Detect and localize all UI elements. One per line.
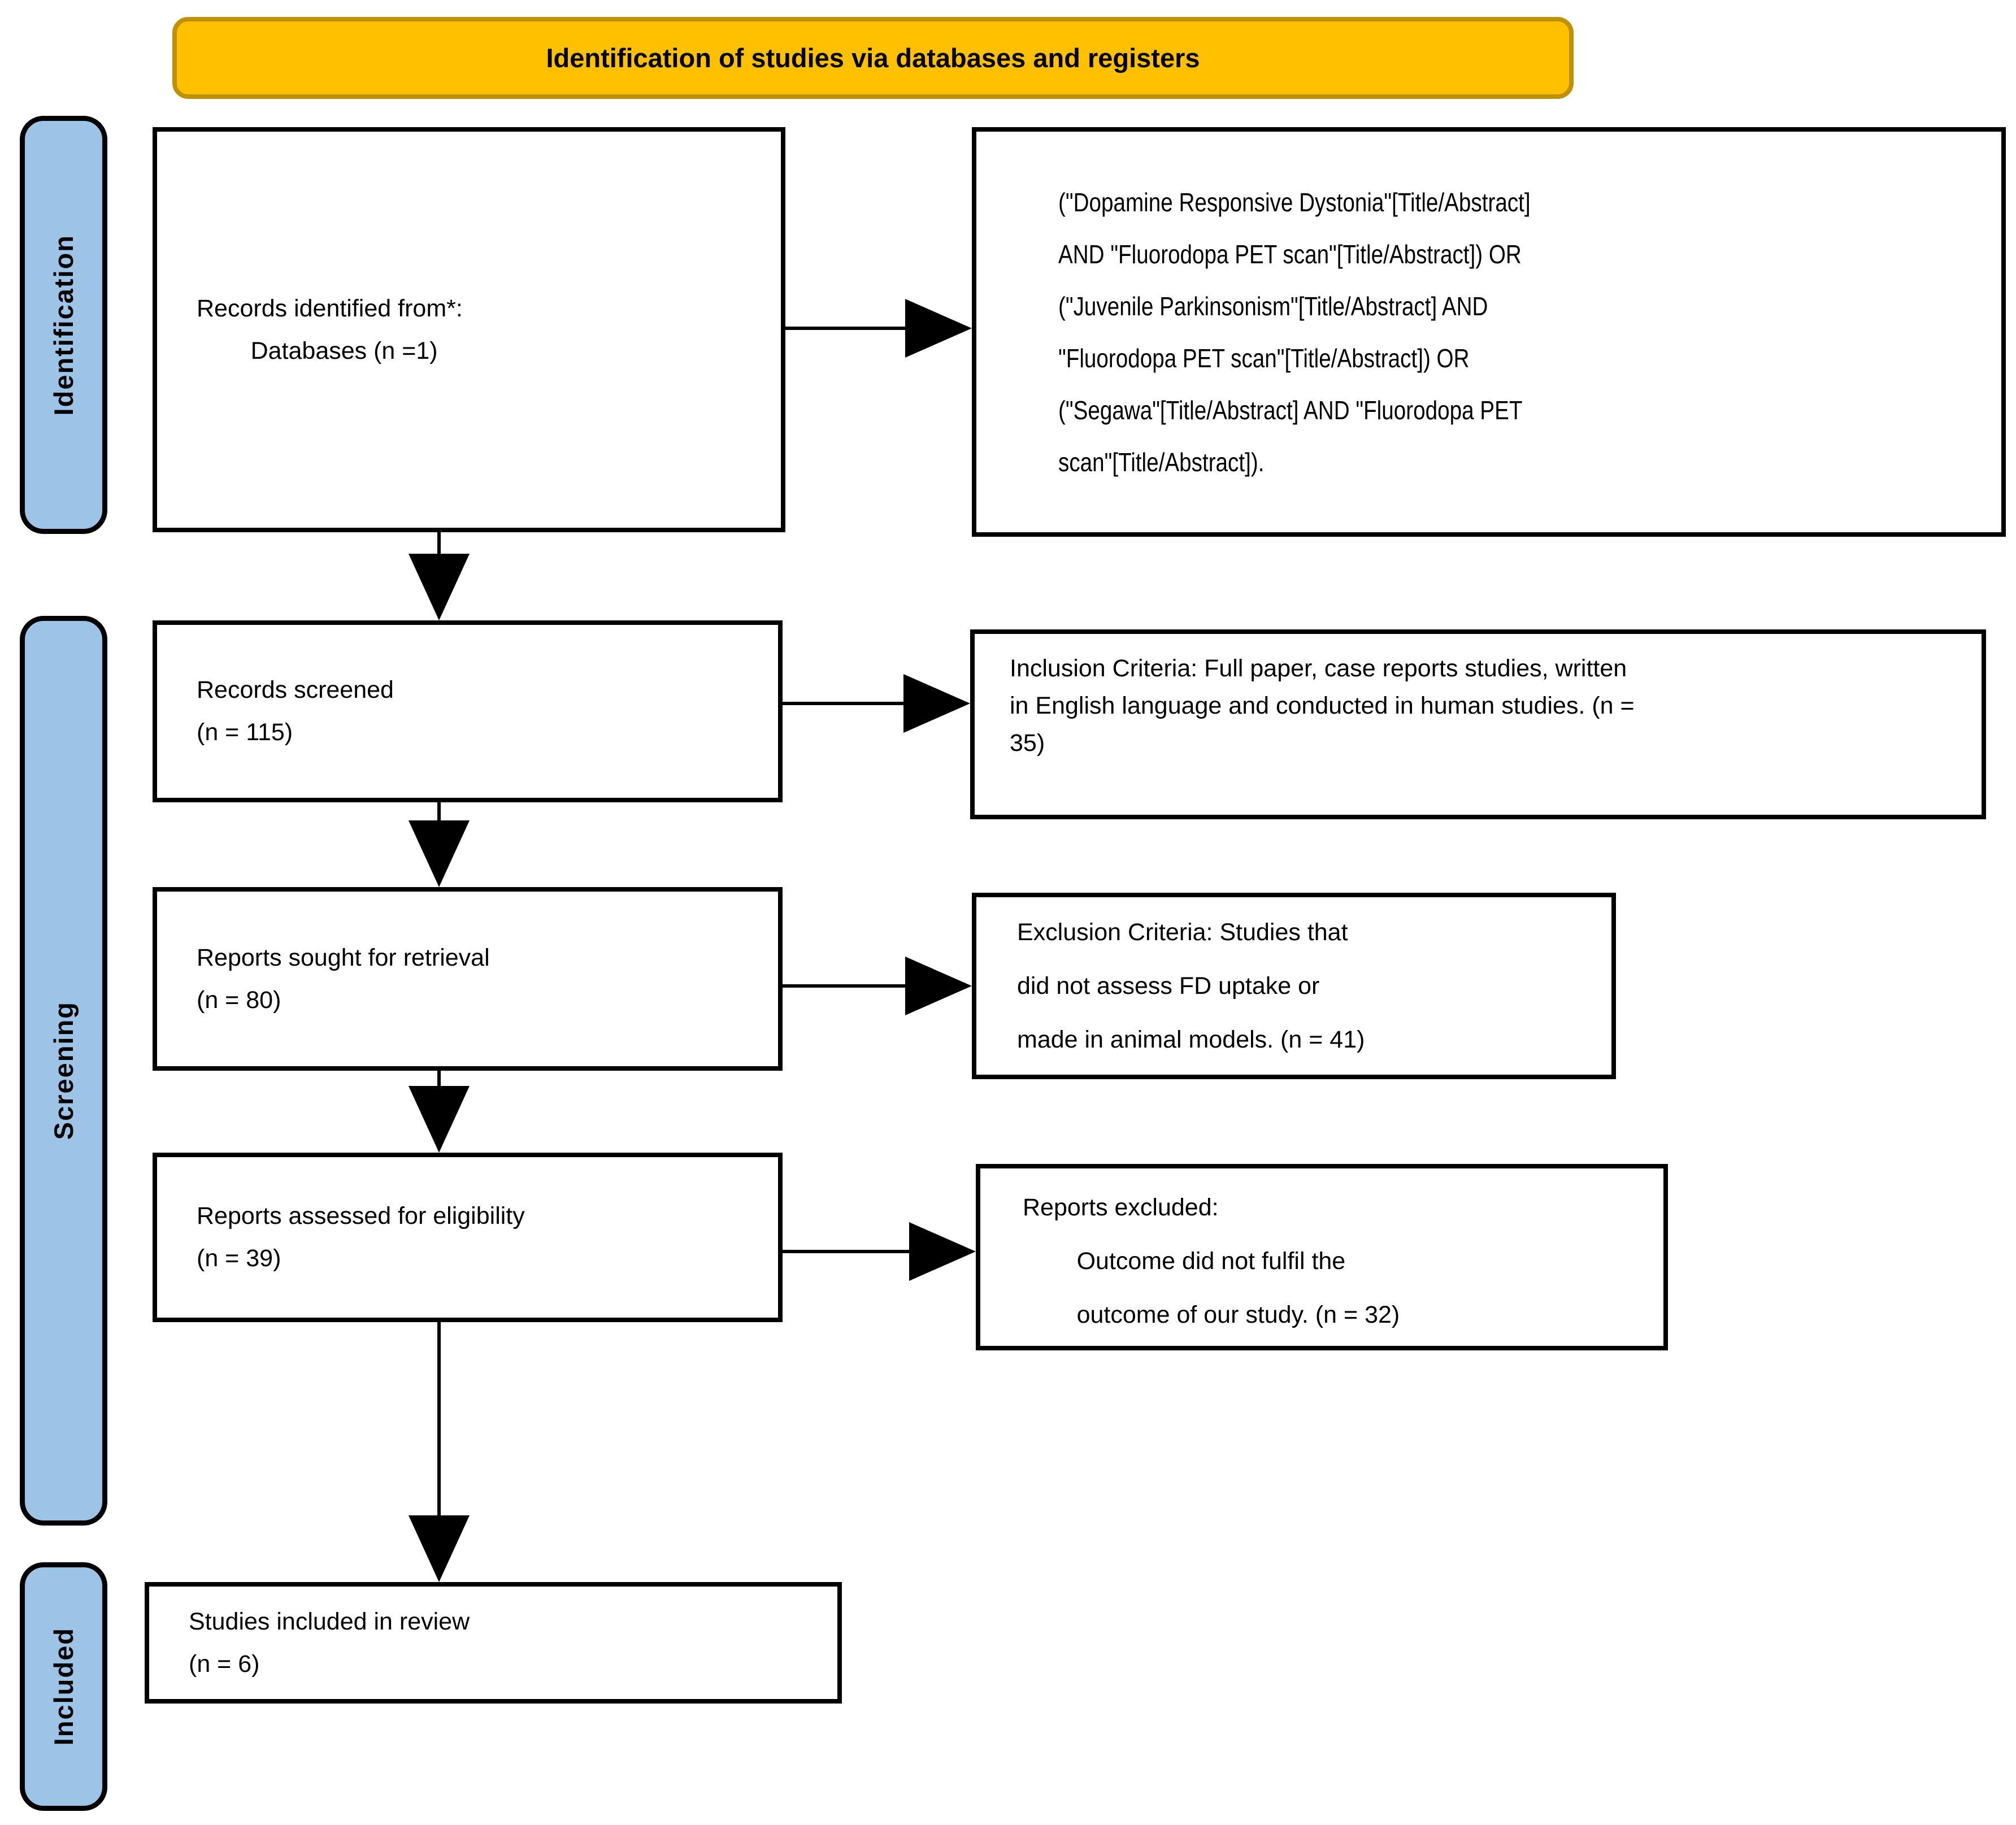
inclusion-criteria-text: Inclusion Criteria: Full paper, case rep…: [1010, 655, 1635, 757]
arrow-assessed-to-included-head: [409, 1515, 470, 1582]
arrow-screened-to-inclusion-head: [903, 674, 970, 733]
arrow-sought-to-assessed-line: [437, 1071, 441, 1089]
box-studies-included: Studies included in review (n = 6): [145, 1582, 842, 1704]
search-query-text: ("Dopamine Responsive Dystonia"[Title/Ab…: [1058, 187, 1531, 477]
arrow-screened-to-inclusion-line: [783, 702, 906, 705]
sidebar-identification-label: Identification: [49, 234, 79, 416]
header-banner: Identification of studies via databases …: [172, 17, 1574, 99]
arrow-assessed-to-excluded-head: [909, 1222, 976, 1281]
reports-assessed-text: Reports assessed for eligibility (n = 39…: [197, 1202, 525, 1272]
arrow-sought-to-exclusion-line: [783, 984, 907, 988]
box-reports-sought: Reports sought for retrieval (n = 80): [153, 887, 783, 1071]
arrow-sought-to-assessed-head: [409, 1086, 470, 1153]
box-search-query: ("Dopamine Responsive Dystonia"[Title/Ab…: [972, 127, 2006, 537]
records-screened-text: Records screened (n = 115): [197, 676, 394, 746]
reports-sought-text: Reports sought for retrieval (n = 80): [197, 944, 490, 1014]
header-title: Identification of studies via databases …: [546, 43, 1200, 73]
exclusion-criteria-text: Exclusion Criteria: Studies that did not…: [1017, 918, 1365, 1053]
arrow-assessed-to-excluded-line: [783, 1250, 911, 1253]
arrow-assessed-to-included-line: [437, 1322, 441, 1519]
sidebar-identification: Identification: [20, 116, 107, 534]
box-inclusion-criteria: Inclusion Criteria: Full paper, case rep…: [970, 629, 1986, 819]
records-identified-text: Records identified from*: Databases (n =…: [197, 294, 463, 364]
box-reports-excluded: Reports excluded: Outcome did not fulfil…: [976, 1164, 1668, 1350]
box-records-identified: Records identified from*: Databases (n =…: [153, 127, 785, 532]
arrow-screened-to-sought-line: [437, 802, 441, 824]
sidebar-screening: Screening: [20, 616, 107, 1526]
box-records-screened: Records screened (n = 115): [153, 620, 783, 802]
sidebar-included-label: Included: [49, 1627, 79, 1746]
sidebar-screening-label: Screening: [49, 1001, 79, 1140]
arrow-identified-to-screened-head: [409, 554, 470, 620]
arrow-identified-to-query-line: [785, 327, 907, 330]
sidebar-included: Included: [20, 1562, 107, 1811]
arrow-identified-to-screened-line: [437, 532, 441, 558]
box-exclusion-criteria: Exclusion Criteria: Studies that did not…: [972, 893, 1616, 1079]
arrow-identified-to-query-head: [905, 299, 972, 358]
arrow-sought-to-exclusion-head: [905, 957, 972, 1015]
box-reports-assessed: Reports assessed for eligibility (n = 39…: [153, 1153, 783, 1322]
reports-excluded-text: Reports excluded: Outcome did not fulfil…: [1023, 1194, 1400, 1328]
arrow-screened-to-sought-head: [409, 820, 470, 887]
studies-included-text: Studies included in review (n = 6): [189, 1607, 470, 1678]
